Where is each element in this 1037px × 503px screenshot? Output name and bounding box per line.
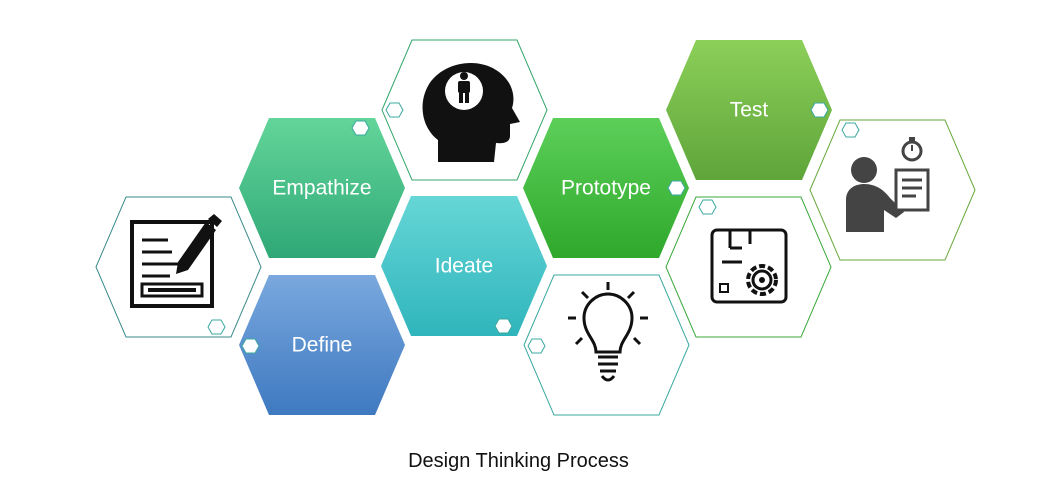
icon-hex-tester [809, 119, 976, 261]
stage-label-ideate: Ideate [435, 255, 493, 278]
icon-hex-document [95, 196, 262, 338]
connector-dot [667, 180, 686, 196]
icon-hex-lightbulb [523, 274, 690, 416]
connector-dot [351, 120, 370, 136]
stage-hex-ideate: Ideate [381, 196, 547, 336]
stage-hex-prototype: Prototype [523, 118, 689, 258]
connector-dot [385, 102, 404, 118]
stage-label-test: Test [730, 99, 769, 122]
connector-dot [698, 199, 717, 215]
stage-label-define: Define [292, 334, 353, 357]
circuit-gear-icon [710, 228, 788, 304]
connector-dot [841, 122, 860, 138]
connector-dot [810, 102, 829, 118]
lightbulb-icon [568, 282, 648, 382]
stage-label-empathize: Empathize [272, 177, 371, 200]
stage-hex-empathize: Empathize [239, 118, 405, 258]
connector-dot [494, 318, 513, 334]
document-pen-icon [130, 214, 222, 308]
connector-dot [207, 319, 226, 335]
stage-hex-test: Test [666, 40, 832, 180]
diagram-caption: Design Thinking Process [408, 450, 629, 472]
connector-dot [527, 338, 546, 354]
icon-hex-circuit [665, 196, 832, 338]
head-person-icon [422, 63, 520, 162]
person-checklist-timer-icon [846, 137, 930, 232]
stage-label-prototype: Prototype [561, 177, 651, 200]
icon-hex-head [381, 39, 548, 181]
stage-hex-define: Define [239, 275, 405, 415]
connector-dot [241, 338, 260, 354]
connector-dots [207, 102, 860, 354]
